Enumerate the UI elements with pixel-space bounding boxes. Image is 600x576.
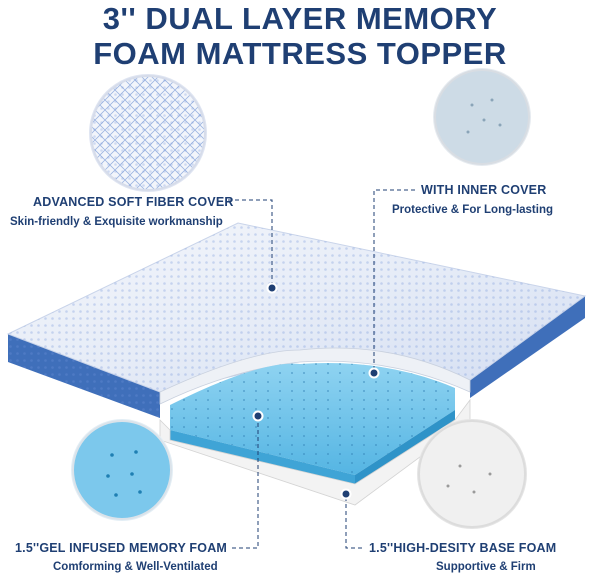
marker-gel-foam bbox=[252, 410, 264, 422]
title-line-1: 3'' DUAL LAYER MEMORY bbox=[102, 1, 498, 36]
marker-inner-cover bbox=[368, 367, 380, 379]
gel-foam-title: 1.5''GEL INFUSED MEMORY FOAM bbox=[15, 541, 228, 555]
inner-cover-subtitle: Protective & For Long-lasting bbox=[392, 204, 554, 216]
mattress-side-right bbox=[470, 296, 585, 398]
leader-base-foam bbox=[345, 493, 362, 549]
inner-cover-title: WITH INNER COVER bbox=[421, 183, 547, 197]
base-foam-title: 1.5''HIGH-DESITY BASE FOAM bbox=[369, 541, 557, 555]
fiber-cover-closeup-icon bbox=[89, 74, 207, 192]
marker-fiber-cover bbox=[266, 282, 278, 294]
gel-foam-subtitle: Comforming & Well-Ventilated bbox=[53, 561, 218, 573]
leader-inner-cover bbox=[373, 189, 415, 372]
leader-fiber-cover bbox=[228, 199, 273, 285]
title-line-2: FOAM MATTRESS TOPPER bbox=[93, 36, 507, 71]
gel-foam-closeup-icon bbox=[71, 419, 173, 521]
inner-cover-closeup-icon bbox=[433, 68, 531, 166]
fiber-cover-title: ADVANCED SOFT FIBER COVER bbox=[33, 195, 234, 209]
inner-cover-layer bbox=[159, 347, 471, 405]
base-foam-closeup-icon bbox=[417, 419, 527, 529]
base-foam-subtitle: Supportive & Firm bbox=[436, 561, 536, 573]
fiber-cover-subtitle: Skin-friendly & Exquisite workmanship bbox=[10, 216, 223, 228]
leader-gel-foam bbox=[232, 417, 259, 549]
marker-base-foam bbox=[340, 488, 352, 500]
